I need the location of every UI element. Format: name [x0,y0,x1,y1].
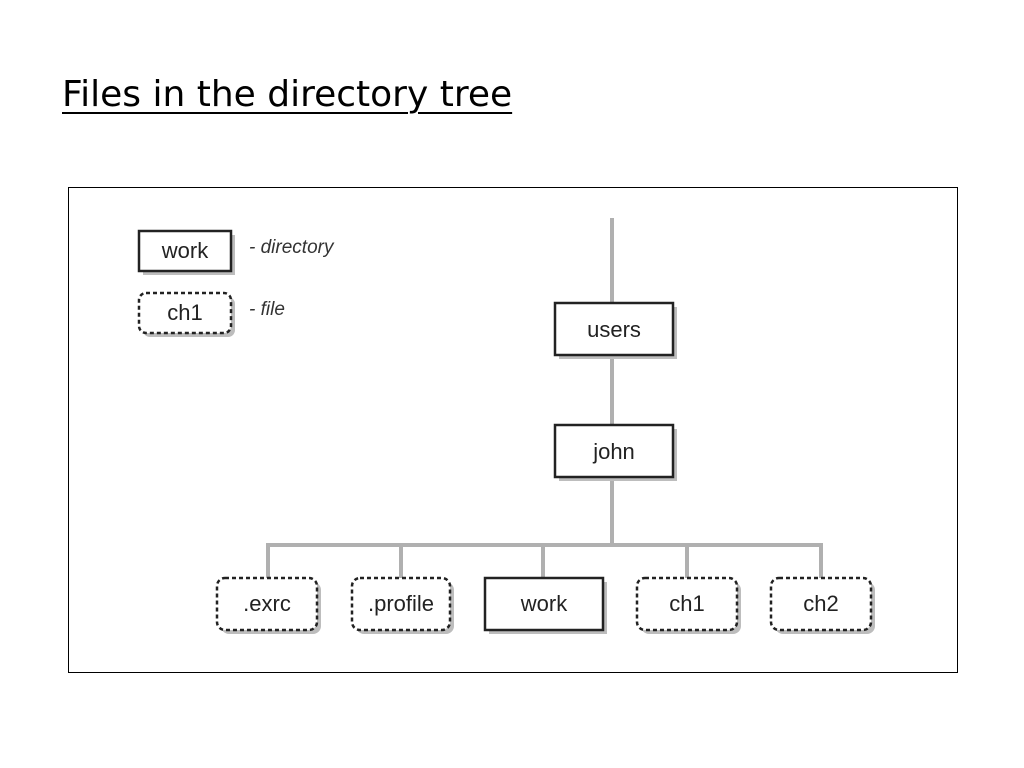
node-exrc: .exrc [215,576,321,634]
node-ch1: ch1 [635,576,741,634]
legend: work - directory ch1 - file [137,229,335,337]
legend-directory-sample: work [137,229,235,275]
directory-tree-figure: work - directory ch1 - file users john [68,187,958,673]
tree-connectors [266,218,823,578]
legend-file-sample: ch1 [137,291,235,337]
node-exrc-label: .exrc [243,591,291,616]
legend-directory-label: work [161,238,209,263]
node-users-label: users [587,317,641,342]
node-john-label: john [592,439,635,464]
node-ch2-label: ch2 [803,591,838,616]
node-ch1-label: ch1 [669,591,704,616]
node-work: work [483,576,607,634]
node-john: john [553,423,677,481]
slide-title: Files in the directory tree [62,74,513,115]
legend-directory-desc: - directory [249,237,335,258]
node-profile-label: .profile [368,591,434,616]
legend-file-desc: - file [249,299,285,320]
node-users: users [553,301,677,359]
node-ch2: ch2 [769,576,875,634]
directory-tree-diagram: work - directory ch1 - file users john [137,218,875,634]
node-profile: .profile [350,576,454,634]
legend-file-label: ch1 [167,300,202,325]
node-work-label: work [520,591,568,616]
